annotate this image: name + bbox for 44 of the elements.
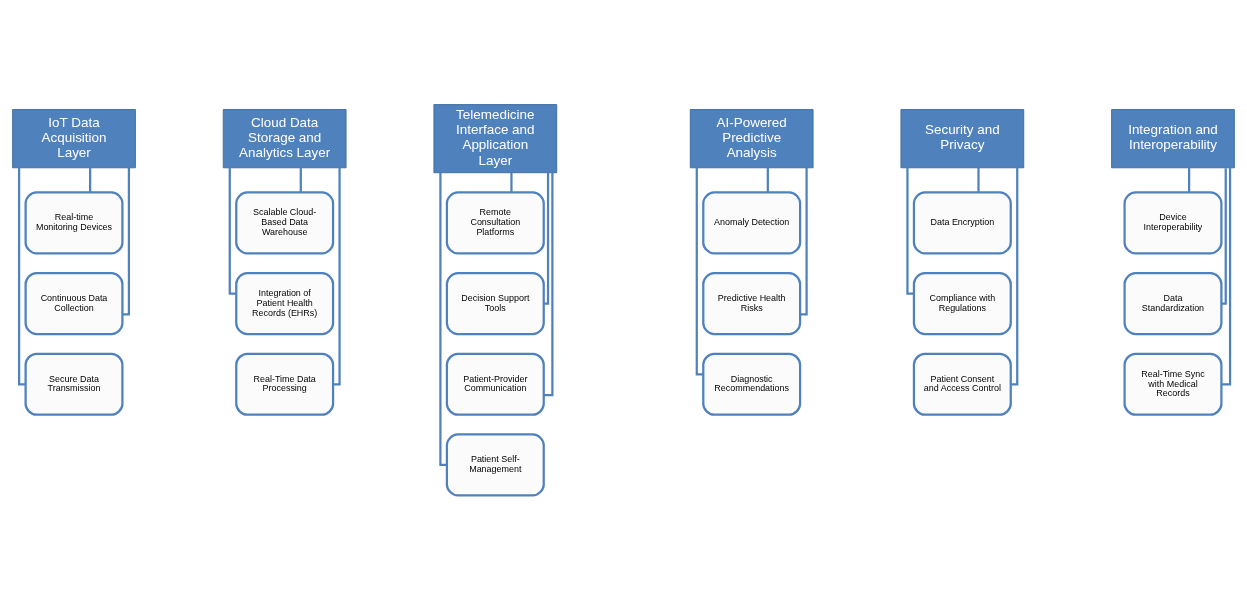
node-box: IoT Data Acquisition Layer (12, 109, 136, 169)
node-box: Cloud Data Storage and Analytics Layer (222, 109, 347, 169)
node-box: Continuous Data Collection (24, 272, 124, 336)
connector (543, 172, 550, 305)
node-box: Scalable Cloud-Based Data Warehouse (235, 191, 335, 255)
node-box: Patient Self-Management (445, 433, 545, 497)
connector (766, 167, 769, 193)
connector (510, 172, 513, 193)
connector (1221, 167, 1232, 386)
connector (89, 167, 92, 193)
node-box: Integration of Patient Health Records (EHRs) (235, 272, 335, 336)
connector (18, 167, 26, 386)
connector (800, 168, 808, 316)
node-box: Patient-Provider Communication (445, 352, 545, 416)
node-box: Security and Privacy (900, 109, 1025, 169)
connector (1188, 167, 1191, 193)
connector (439, 172, 447, 467)
connector (695, 167, 704, 376)
node-box: Patient Consent and Access Control (912, 352, 1012, 416)
node-box: Data Encryption (912, 191, 1012, 255)
node-box: Anomaly Detection (702, 191, 802, 255)
node-box: Real-time Monitoring Devices (24, 191, 124, 255)
node-box: Telemedicine Interface and Application Layer (433, 104, 558, 174)
connector (543, 172, 554, 397)
node-box: Predictive Health Risks (702, 272, 802, 336)
node-box: Device Interoperability (1123, 191, 1223, 255)
node-box: Remote Consultation Platforms (445, 191, 545, 255)
node-box: Data Standardization (1123, 272, 1223, 336)
node-box: Secure Data Transmission (24, 352, 124, 416)
connector (1221, 168, 1227, 305)
node-box: Integration and Interoperability (1111, 109, 1235, 169)
node-box: AI-Powered Predictive Analysis (689, 109, 814, 169)
connector (977, 167, 980, 193)
connector (228, 167, 237, 295)
node-box: Compliance with Regulations (912, 272, 1012, 336)
connector (333, 167, 341, 386)
node-box: Real-Time Data Processing (235, 352, 335, 416)
node-box: Real-Time Sync with Medical Records (1123, 352, 1223, 416)
connector (906, 167, 914, 295)
connector (1010, 167, 1019, 386)
connector (299, 167, 302, 193)
node-box: Decision Support Tools (445, 272, 545, 336)
connector (122, 168, 131, 316)
node-box: Diagnostic Recommendations (702, 352, 802, 416)
